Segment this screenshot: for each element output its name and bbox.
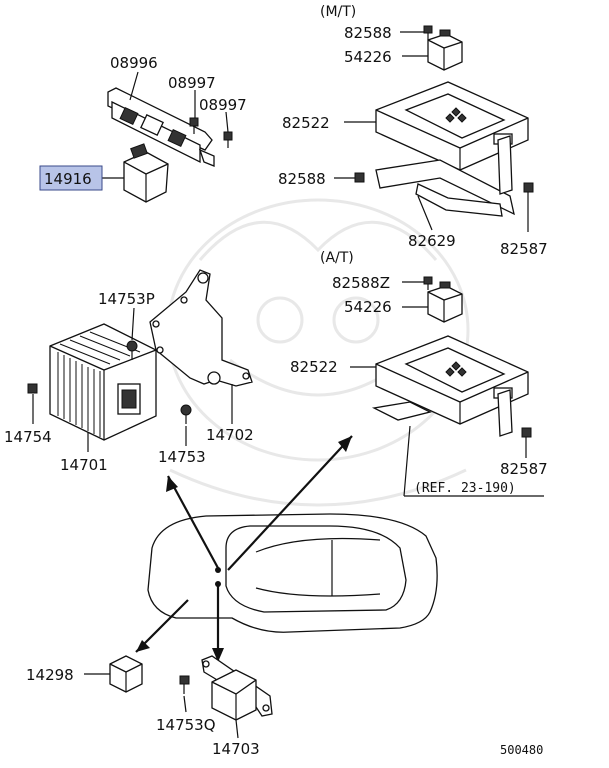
part-label-14701[interactable]: 14701 [60,456,108,474]
leader-82629 [417,195,433,231]
reference-label: (REF. 23-190) [414,481,516,496]
part-label-14703[interactable]: 14703 [212,740,260,758]
leader-14703 [235,719,239,739]
leader-14753p [131,307,135,341]
nut-82587-at[interactable] [521,427,532,458]
relay-54226-mt[interactable] [427,29,463,71]
part-label-08997a[interactable]: 08997 [168,74,216,92]
relay-bracket-08996[interactable] [107,87,215,167]
bolt-14753p[interactable] [126,340,138,360]
part-label-82588z[interactable]: 82588Z [332,274,390,292]
part-label-82588-mt-side[interactable]: 82588 [278,170,326,188]
relay-14916[interactable] [123,143,169,203]
relay-54226-at[interactable] [427,281,463,323]
relay-14298[interactable] [109,655,143,693]
part-label-54226-at[interactable]: 54226 [344,298,392,316]
bolt-08997b[interactable] [223,131,233,148]
highlight-14916 [39,165,103,191]
part-label-14916[interactable]: 14916 [44,170,92,188]
part-label-08997b[interactable]: 08997 [199,96,247,114]
part-label-82587-mt[interactable]: 82587 [500,240,548,258]
location-arrows [135,435,353,662]
vehicle-outline [147,513,438,633]
section-label-mt: (M/T) [320,4,356,20]
leader-08996 [129,71,139,101]
nut-82587-mt[interactable] [523,182,534,232]
bolt-82588-mt-top[interactable] [423,25,433,40]
part-label-82588-mt-top[interactable]: 82588 [344,24,392,42]
diagram-code: 500480 [500,743,543,757]
part-label-14754[interactable]: 14754 [4,428,52,446]
ecu-bracket-82629[interactable] [375,135,515,217]
bracket-14702[interactable] [149,269,253,387]
part-label-82522-mt[interactable]: 82522 [282,114,330,132]
part-label-14753q[interactable]: 14753Q [156,716,216,734]
part-label-14753p[interactable]: 14753P [98,290,155,308]
ecu-82522-mt[interactable] [375,81,529,171]
nut-82588-mt-side[interactable] [354,172,365,183]
leader-08997b [225,111,229,133]
ref-bracket-line [403,425,544,497]
control-unit-14701[interactable] [49,323,157,441]
nut-14754[interactable] [27,383,38,394]
part-label-08996[interactable]: 08996 [110,54,158,72]
section-label-at: (A/T) [320,250,354,266]
part-label-82522-at[interactable]: 82522 [290,358,338,376]
bolt-08997a[interactable] [189,117,199,134]
part-label-14753[interactable]: 14753 [158,448,206,466]
ecu-82522-at[interactable] [371,335,529,437]
bolt-82588z-at[interactable] [423,276,433,290]
part-label-82587-at[interactable]: 82587 [500,460,548,478]
part-label-54226-mt[interactable]: 54226 [344,48,392,66]
part-label-14702[interactable]: 14702 [206,426,254,444]
part-label-14298[interactable]: 14298 [26,666,74,684]
bolt-14753[interactable] [180,404,192,424]
bolt-14753q[interactable] [179,675,190,694]
part-label-82629[interactable]: 82629 [408,232,456,250]
relay-bracket-14703[interactable] [201,655,273,721]
leader-14753q [183,695,187,713]
